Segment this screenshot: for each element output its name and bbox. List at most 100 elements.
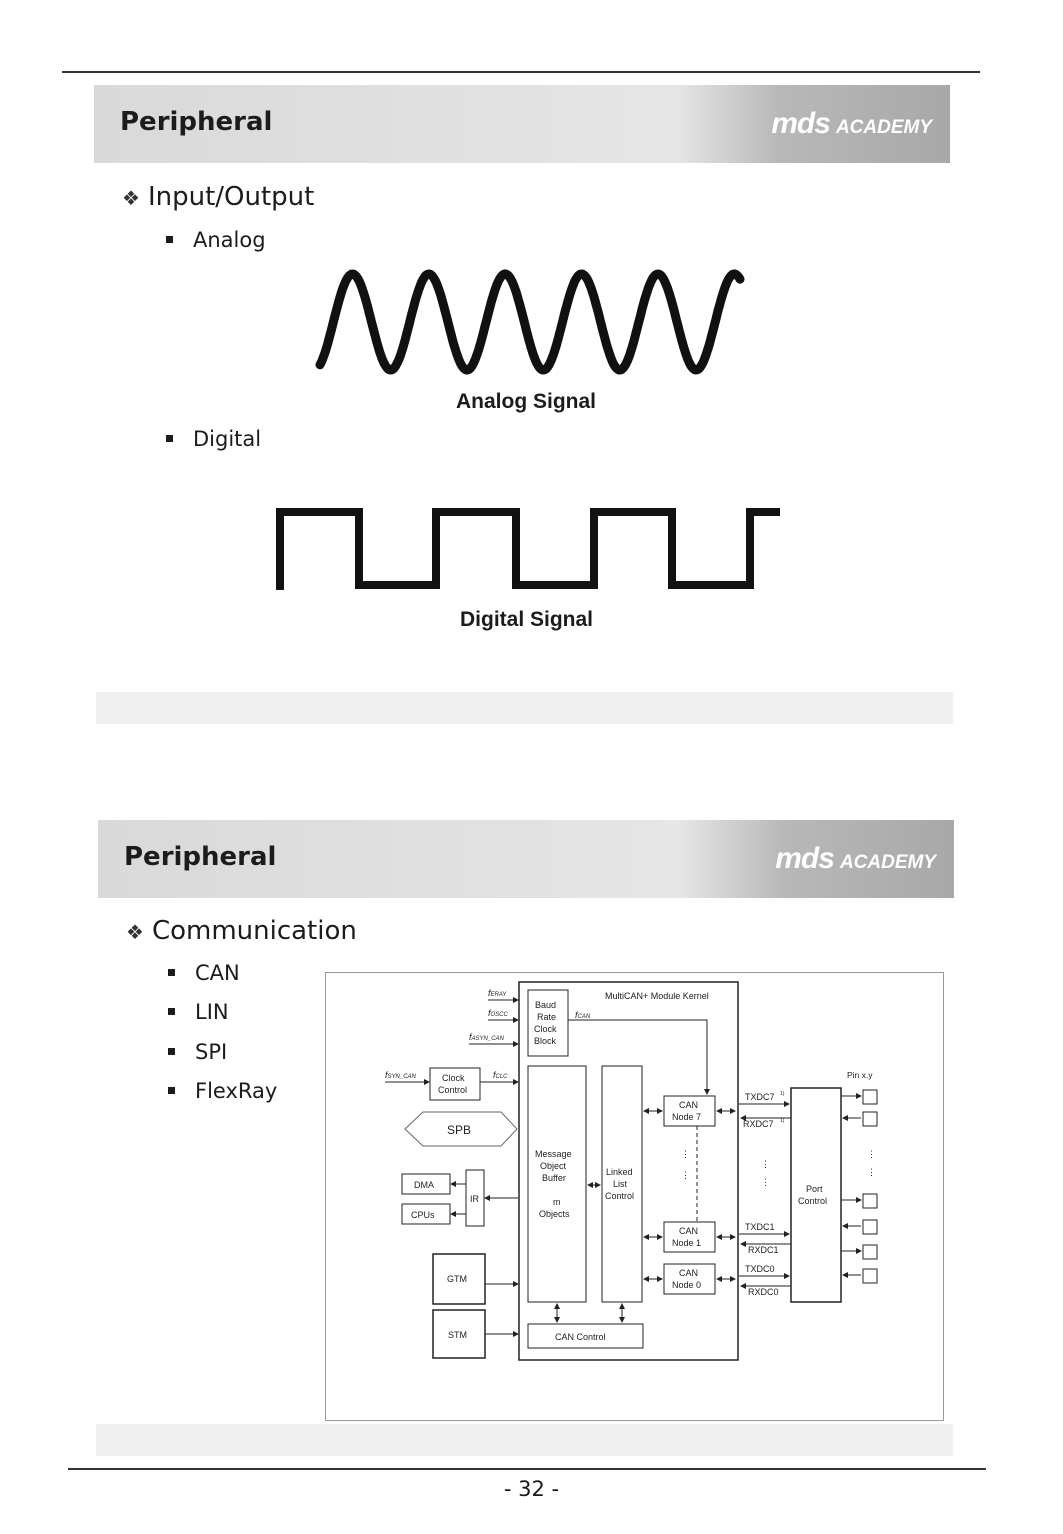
port-control-line: Port	[806, 1184, 823, 1194]
can-node7-box	[663, 1095, 716, 1127]
can-control-box	[527, 1323, 644, 1349]
can-node0-line: Node 0	[672, 1280, 701, 1290]
dma-label: DMA	[414, 1180, 434, 1190]
stm-label: STM	[448, 1330, 467, 1340]
f-can-line	[568, 1019, 710, 1095]
page-number: - 32 -	[503, 1477, 560, 1501]
f-eray-label: fERAY	[488, 988, 507, 998]
rxdc7-label: RXDC7	[743, 1119, 774, 1129]
clock-control-line: Clock	[442, 1073, 465, 1083]
can-node1-box	[663, 1221, 716, 1253]
baud-rate-box	[527, 989, 569, 1057]
baud-line: Rate	[537, 1012, 556, 1022]
slide1-heading: ❖ Input/Output	[122, 182, 314, 212]
bullet-text: SPI	[195, 1040, 228, 1064]
ir-label: IR	[470, 1194, 480, 1204]
square-bullet-icon	[166, 434, 173, 442]
node-ellipsis: ⋮	[681, 1149, 690, 1159]
clock-control-line: Control	[438, 1085, 467, 1095]
f-clc-label: fCLC	[493, 1070, 508, 1080]
signal-ellipsis: ⋮	[761, 1159, 770, 1169]
message-object-buffer-box	[527, 1065, 587, 1303]
gtm-box	[432, 1253, 486, 1305]
f-oscc-label: fOSCC	[488, 1008, 509, 1018]
pin-ellipsis: ⋮	[867, 1149, 876, 1159]
bottom-rule	[68, 1468, 986, 1470]
diagram-frame	[325, 972, 944, 1421]
analog-signal-wave	[315, 269, 745, 375]
can-node7-line: CAN	[679, 1100, 698, 1110]
slide1-title: Peripheral	[120, 107, 273, 137]
bullet-spi: SPI	[168, 1040, 227, 1064]
digital-signal-wave	[276, 508, 780, 590]
analog-caption: Analog Signal	[456, 390, 597, 413]
txdc7-sup: 1)	[780, 1091, 785, 1097]
mob-line: Message	[535, 1149, 572, 1159]
square-bullet-icon	[168, 968, 175, 976]
slide2-heading: ❖Communication	[126, 916, 357, 946]
spb-bus	[404, 1111, 518, 1147]
kernel-box	[518, 981, 739, 1361]
rxdc1-label: RXDC1	[748, 1245, 779, 1255]
bullet-text: LIN	[195, 1000, 229, 1024]
spb-label: SPB	[447, 1123, 471, 1137]
node-ellipsis: ⋮	[681, 1170, 690, 1180]
linked-line: Linked	[606, 1167, 633, 1177]
bullet-flexray: FlexRay	[168, 1079, 277, 1103]
mob-line: Objects	[539, 1209, 570, 1219]
square-bullet-icon	[168, 1086, 175, 1094]
linked-line: Control	[605, 1191, 634, 1201]
txdc1-label: TXDC1	[745, 1222, 775, 1232]
f-can-label: fCAN	[575, 1010, 591, 1020]
can-control-label: CAN Control	[555, 1332, 606, 1342]
f-asyn-label: fASYN_CAN	[469, 1032, 505, 1042]
bullet-text: FlexRay	[195, 1079, 278, 1103]
linked-list-box	[601, 1065, 643, 1303]
slide2-title: Peripheral	[124, 842, 277, 872]
slide2-heading-text: Communication	[151, 916, 357, 946]
logo-mds: mds	[775, 842, 835, 875]
slide1-footer-band	[96, 692, 953, 724]
diamond-bullet-icon: ❖	[122, 186, 140, 210]
pin-box	[862, 1244, 878, 1260]
logo-academy: ACADEMY	[839, 852, 936, 873]
gtm-label: GTM	[447, 1274, 467, 1284]
mob-line: Object	[540, 1161, 567, 1171]
bullet-lin: LIN	[168, 1000, 229, 1024]
txdc7-label: TXDC7	[745, 1092, 775, 1102]
pin-label: Pin x.y	[847, 1070, 873, 1080]
square-bullet-icon	[168, 1047, 175, 1055]
bullet-can: CAN	[168, 961, 240, 985]
bullet-digital: Digital	[166, 427, 261, 451]
port-control-box	[790, 1087, 842, 1303]
can-node0-line: CAN	[679, 1268, 698, 1278]
logo-academy: ACADEMY	[835, 117, 932, 138]
bullet-text: CAN	[195, 961, 240, 985]
multican-block-diagram: MultiCAN+ Module Kernel fERAY fOSCC fASY…	[325, 972, 944, 1421]
pin-box	[862, 1268, 878, 1284]
square-bullet-icon	[166, 235, 173, 243]
rxdc7-sup: 1)	[780, 1118, 785, 1124]
square-wave-path	[276, 508, 780, 590]
top-rule	[62, 71, 980, 73]
digital-caption: Digital Signal	[460, 608, 594, 631]
sine-wave-path	[315, 269, 745, 375]
pin-box	[862, 1193, 878, 1209]
mob-line: m	[553, 1197, 561, 1207]
slide1-heading-text: Input/Output	[147, 182, 315, 212]
slide2-footer-band	[96, 1424, 953, 1456]
kernel-title: MultiCAN+ Module Kernel	[605, 991, 709, 1001]
can-node1-line: Node 1	[672, 1238, 701, 1248]
port-control-line: Control	[798, 1196, 827, 1206]
f-syn-label: fSYN_CAN	[385, 1070, 417, 1080]
pin-box	[862, 1219, 878, 1235]
logo-mds: mds	[771, 107, 831, 140]
mob-line: Buffer	[542, 1173, 566, 1183]
clock-control-box	[429, 1067, 481, 1101]
rxdc0-label: RXDC0	[748, 1287, 779, 1297]
linked-line: List	[613, 1179, 628, 1189]
